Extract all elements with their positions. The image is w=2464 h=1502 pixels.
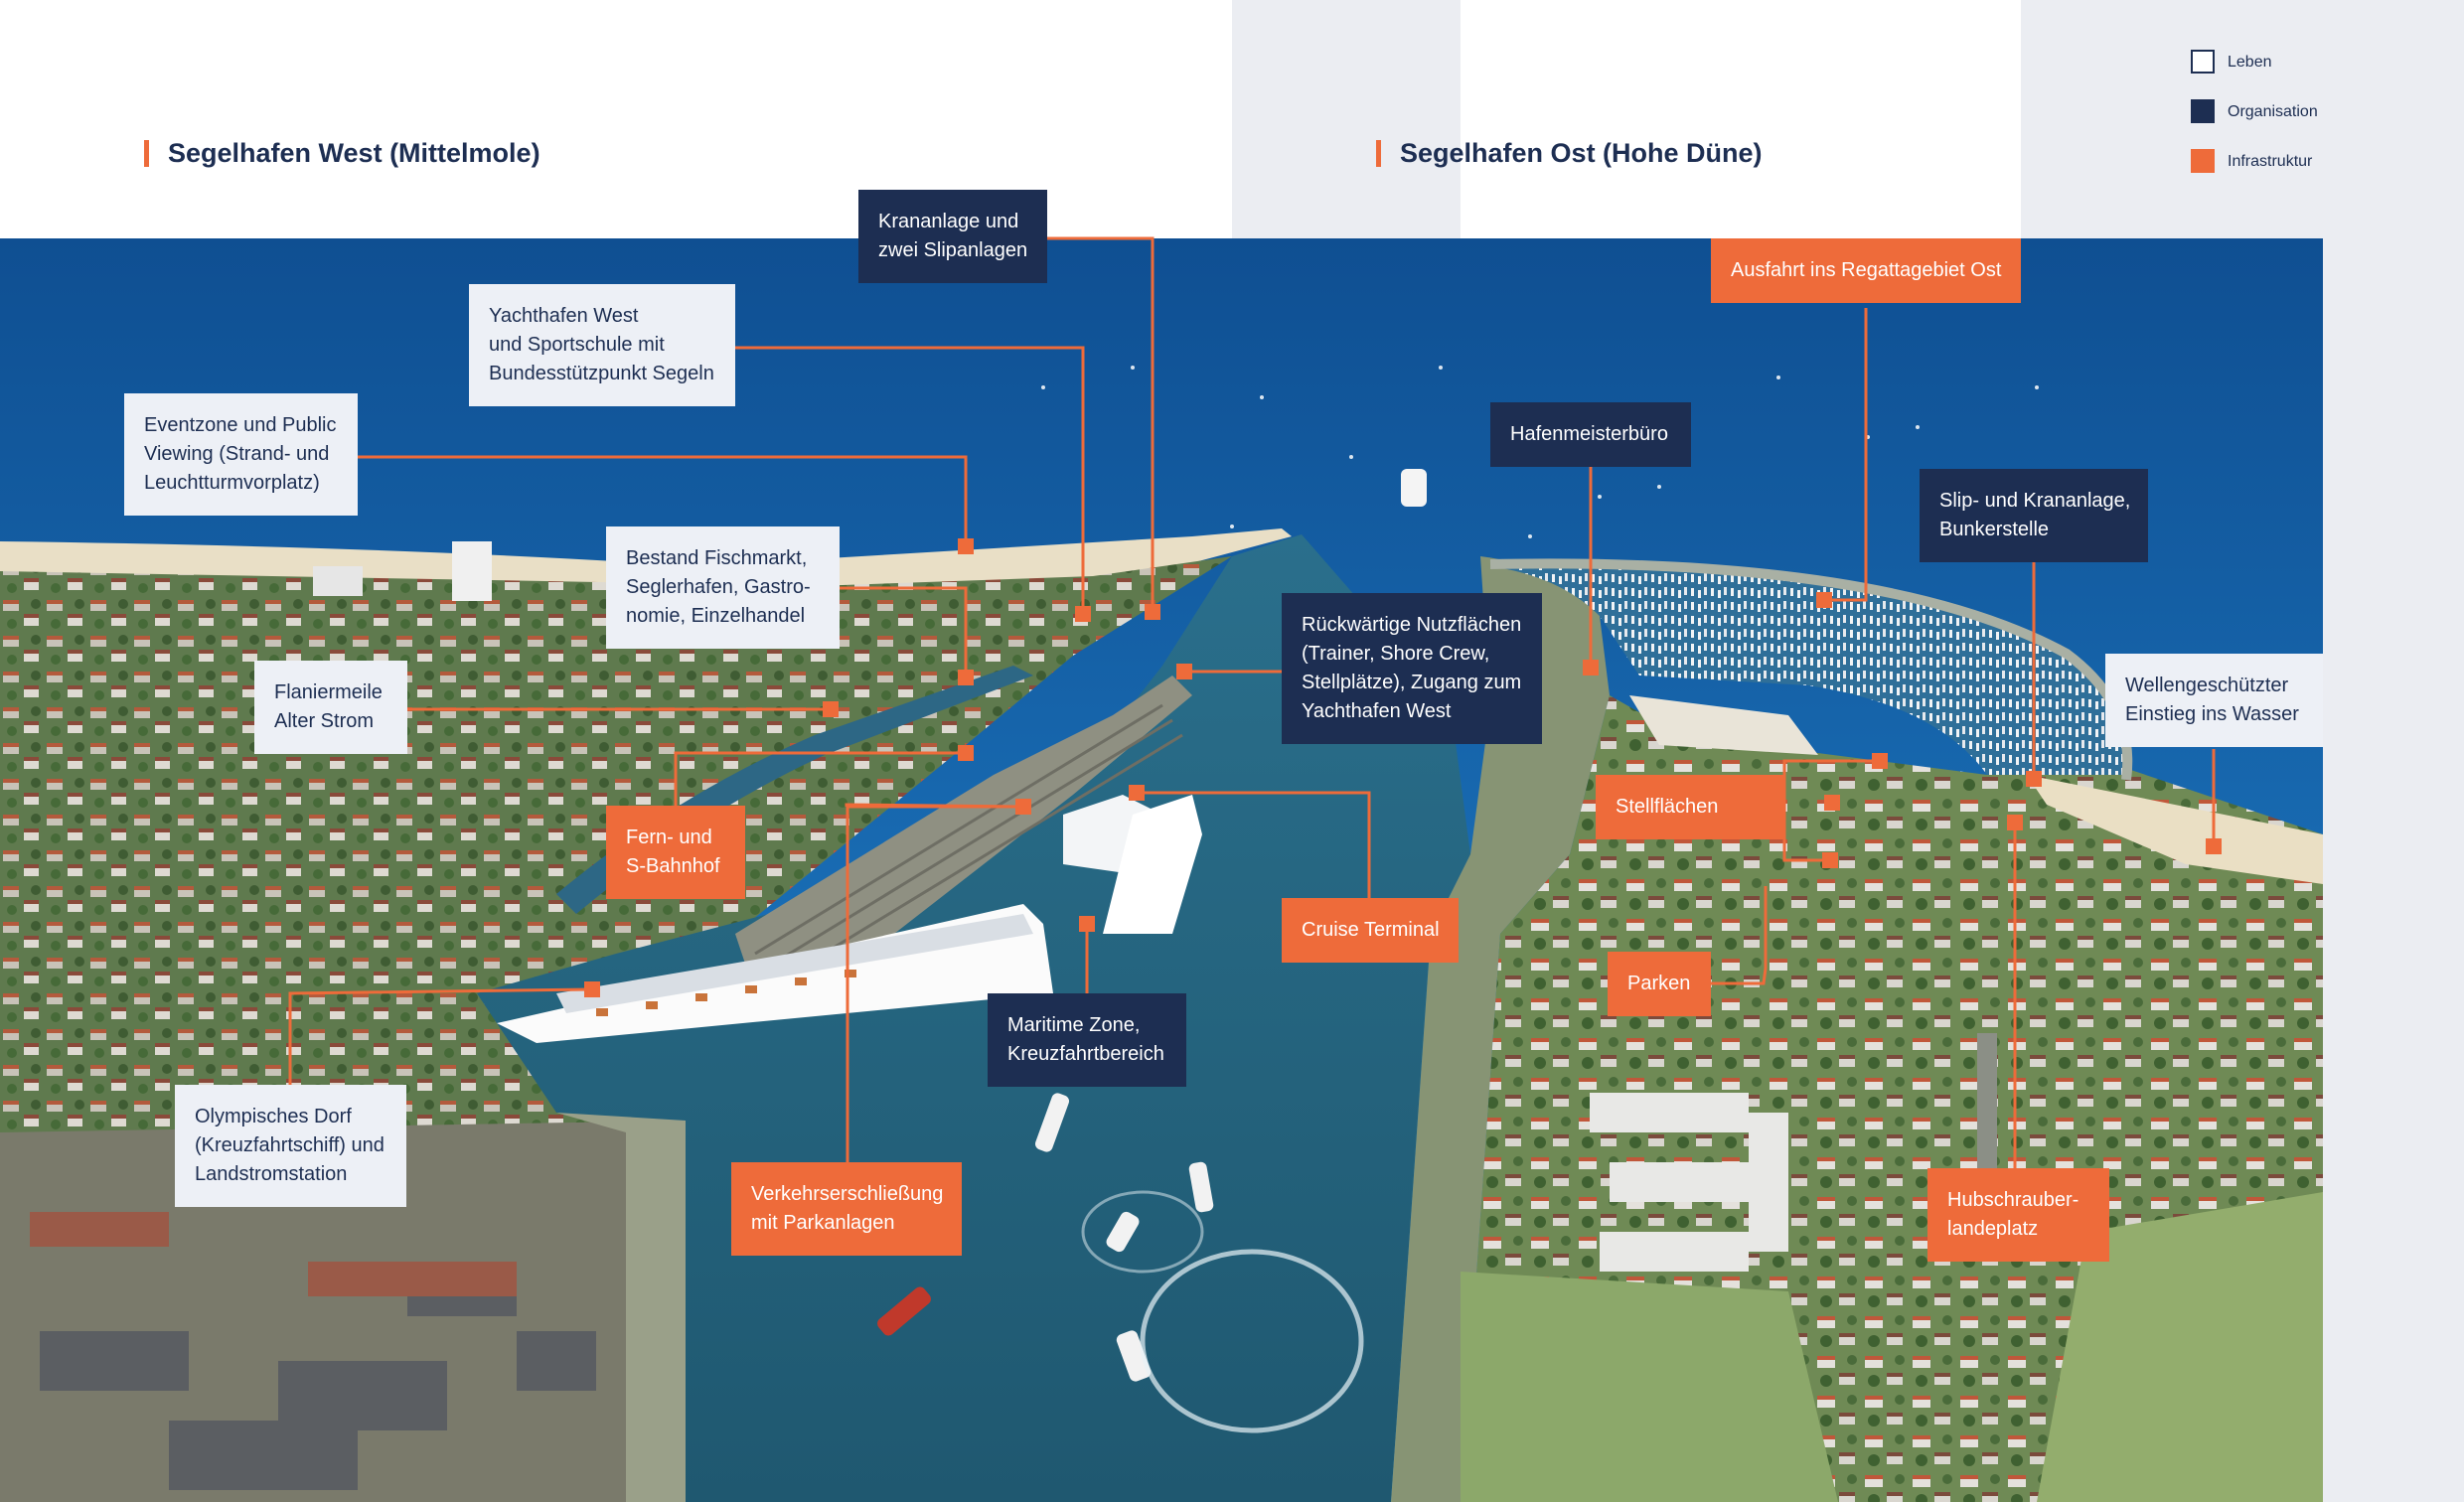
label-maritime-zone: Maritime Zone, Kreuzfahrtbereich [988, 993, 1186, 1087]
label-line: Bundesstützpunkt Segeln [489, 363, 714, 384]
label-line: Fern- und [626, 826, 712, 848]
label-line: Leuchtturmvorplatz) [144, 472, 320, 494]
label-line: Slip- und Krananlage, [1939, 490, 2131, 512]
label-line: Yachthafen West [489, 305, 639, 327]
label-line: mit Parkanlagen [751, 1212, 895, 1234]
label-ausfahrt: Ausfahrt ins Regattagebiet Ost [1711, 238, 2021, 303]
label-slip-kran: Slip- und Krananlage, Bunkerstelle [1920, 469, 2148, 562]
label-line: Maritime Zone, [1007, 1014, 1141, 1036]
label-line: nomie, Einzelhandel [626, 605, 806, 627]
label-line: Wellengeschützter [2125, 675, 2289, 696]
label-line: landeplatz [1947, 1218, 2039, 1240]
aerial-harbor-illustration [0, 238, 2323, 1502]
label-line: Bunkerstelle [1939, 519, 2050, 540]
label-line: Seglerhafen, Gastro- [626, 576, 811, 598]
label-line: (Trainer, Shore Crew, [1302, 643, 1490, 665]
label-line: S-Bahnhof [626, 855, 720, 877]
label-line: (Kreuzfahrtschiff) und [195, 1134, 385, 1156]
label-line: Hafenmeisterbüro [1510, 423, 1668, 445]
label-line: und Sportschule mit [489, 334, 665, 356]
label-hubschrauber: Hubschrauber- landeplatz [1927, 1168, 2109, 1262]
label-line: Kreuzfahrtbereich [1007, 1043, 1164, 1065]
right-margin-panel [2323, 238, 2464, 1502]
label-line: Cruise Terminal [1302, 919, 1440, 941]
label-wellen: Wellengeschützter Einstieg ins Wasser [2105, 654, 2323, 747]
label-yachthafen-west: Yachthafen West und Sportschule mit Bund… [469, 284, 735, 406]
label-line: Einstieg ins Wasser [2125, 703, 2299, 725]
label-line: Rückwärtige Nutzflächen [1302, 614, 1522, 636]
header-grey-panel-right [2021, 0, 2464, 238]
legend-label: Infrastruktur [2228, 153, 2313, 170]
header-grey-panel-center [1232, 0, 1461, 238]
label-line: Alter Strom [274, 710, 375, 732]
legend-label: Leben [2228, 54, 2272, 71]
label-cruise-terminal: Cruise Terminal [1282, 898, 1459, 963]
label-hafenmeister: Hafenmeisterbüro [1490, 402, 1691, 467]
label-eventzone: Eventzone und Public Viewing (Strand- un… [124, 393, 358, 516]
label-line: Viewing (Strand- und [144, 443, 330, 465]
legend-label: Organisation [2228, 103, 2318, 120]
label-line: Verkehrserschließung [751, 1183, 944, 1205]
label-line: Eventzone und Public [144, 414, 337, 436]
label-line: Ausfahrt ins Regattagebiet Ost [1731, 259, 2002, 281]
label-line: zwei Slipanlagen [878, 239, 1028, 261]
aerial-harbor-photo [0, 238, 2323, 1502]
label-bahnhof: Fern- und S-Bahnhof [606, 806, 745, 899]
label-fischmarkt: Bestand Fischmarkt, Seglerhafen, Gastro-… [606, 526, 840, 649]
label-olympisches-dorf: Olympisches Dorf (Kreuzfahrtschiff) und … [175, 1085, 406, 1207]
legend-swatch-leben [2191, 50, 2215, 74]
label-line: Yachthafen West [1302, 700, 1452, 722]
label-nutzflaechen: Rückwärtige Nutzflächen (Trainer, Shore … [1282, 593, 1542, 744]
legend-swatch-infrastruktur [2191, 149, 2215, 173]
label-line: Landstromstation [195, 1163, 348, 1185]
label-line: Parken [1627, 973, 1691, 994]
label-krananlage: Krananlage und zwei Slipanlagen [858, 190, 1047, 283]
east-section-title: Segelhafen Ost (Hohe Düne) [1376, 137, 1763, 169]
label-flaniermeile: Flaniermeile Alter Strom [254, 661, 407, 754]
label-parken: Parken [1608, 952, 1711, 1016]
label-line: Olympisches Dorf [195, 1106, 352, 1127]
label-stellflaechen: Stellflächen [1596, 775, 1784, 839]
label-line: Hubschrauber- [1947, 1189, 2079, 1211]
label-line: Stellplätze), Zugang zum [1302, 672, 1522, 693]
west-section-title: Segelhafen West (Mittelmole) [144, 137, 540, 169]
label-line: Krananlage und [878, 211, 1019, 232]
label-line: Stellflächen [1616, 796, 1719, 818]
label-verkehr: Verkehrserschließung mit Parkanlagen [731, 1162, 962, 1256]
legend-swatch-organisation [2191, 99, 2215, 123]
label-line: Flaniermeile [274, 681, 383, 703]
label-line: Bestand Fischmarkt, [626, 547, 808, 569]
